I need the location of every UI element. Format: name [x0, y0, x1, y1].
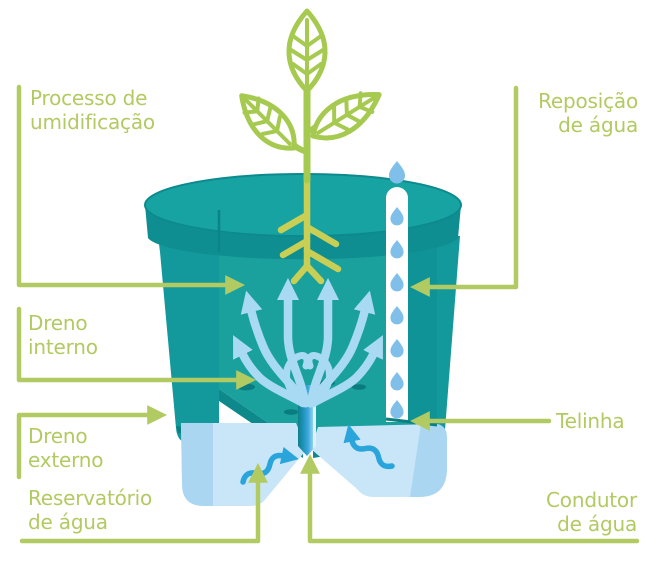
label-telinha: Telinha [556, 409, 625, 433]
label-processo-de-umidificacao: Processo de umidificação [30, 86, 155, 134]
label-line: Processo de [30, 86, 148, 110]
label-line: Reservatório [28, 486, 153, 510]
label-dreno-interno: Dreno interno [28, 311, 98, 359]
leaf-left [239, 93, 297, 151]
label-line: Reposição [538, 89, 638, 113]
leader-lines [16, 84, 640, 544]
label-line: de água [558, 113, 638, 137]
leader-reposicao-agua [410, 85, 519, 297]
label-line: Dreno [28, 311, 88, 335]
leader-processo-umidificacao [16, 84, 245, 295]
label-reservatorio-de-agua: Reservatório de água [28, 486, 152, 534]
label-line: externo [28, 448, 104, 472]
label-line: Telinha [556, 409, 625, 433]
leader-reservatorio-agua [19, 463, 268, 544]
leaf-right [310, 91, 382, 141]
capillary-fountain-arrows [233, 278, 383, 408]
leader-condutor-agua [300, 454, 640, 544]
leader-dreno-externo [16, 405, 167, 480]
leader-dreno-interno [16, 306, 256, 390]
label-line: Condutor [546, 488, 637, 512]
label-line: de água [557, 512, 637, 536]
roots-icon [277, 176, 342, 285]
plant-icon [239, 8, 382, 184]
label-line: de água [28, 510, 108, 534]
leaf-top [286, 8, 328, 94]
refill-tube [386, 161, 408, 422]
label-reposicao-de-agua: Reposição de água [538, 89, 638, 137]
label-line: Dreno [28, 424, 88, 448]
label-line: interno [28, 335, 98, 359]
label-dreno-externo: Dreno externo [28, 424, 104, 472]
label-line: umidificação [30, 110, 155, 134]
label-condutor-de-agua: Condutor de água [546, 488, 637, 536]
